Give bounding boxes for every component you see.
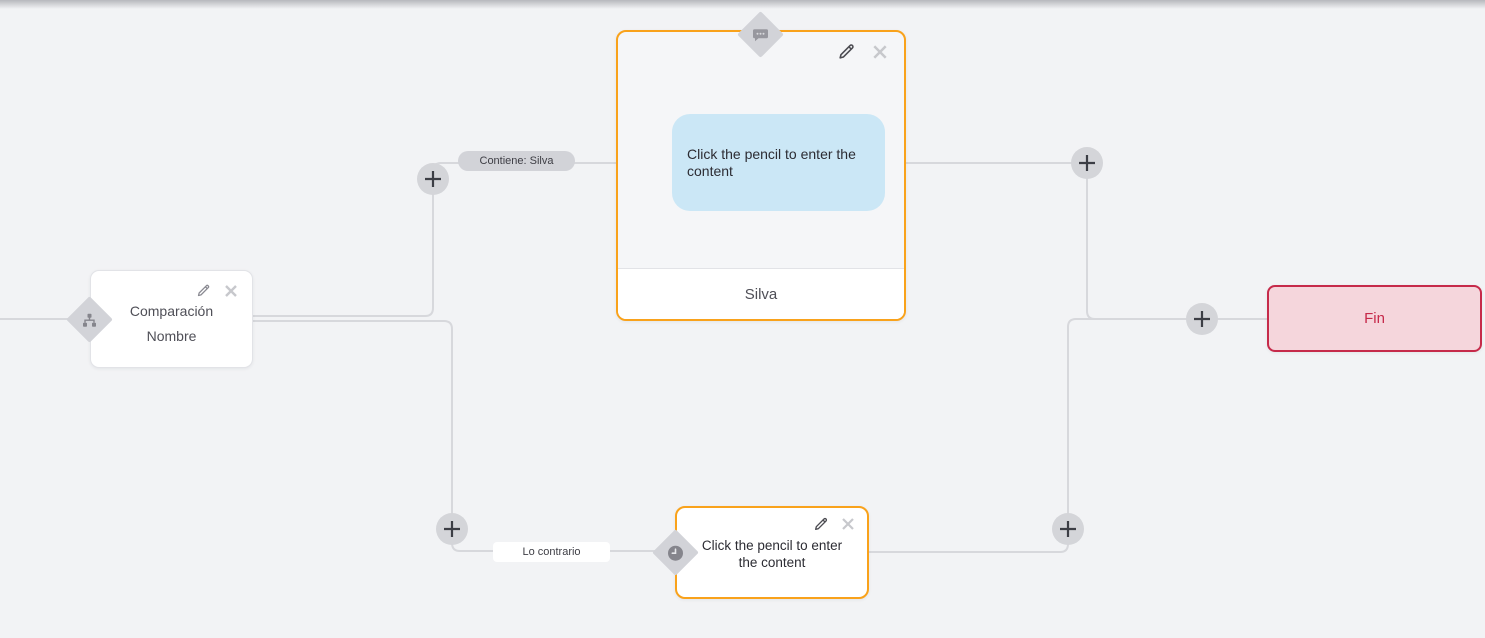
edit-message-button[interactable] (837, 42, 856, 61)
message-bubble-text: Click the pencil to enter the content (687, 145, 856, 179)
message-node[interactable]: Click the pencil to enter the content Si… (616, 30, 906, 321)
plus-icon (1079, 155, 1095, 171)
comparison-subtitle: Nombre (146, 328, 197, 344)
plus-icon (1060, 521, 1076, 537)
edit-action-button[interactable] (813, 516, 829, 532)
end-node[interactable]: Fin (1267, 285, 1482, 352)
action-node-badge (652, 529, 699, 576)
plus-icon (1194, 311, 1210, 327)
comparison-title-block: Comparación Nombre (91, 299, 252, 349)
action-node[interactable]: Click the pencil to enter the content (675, 506, 869, 599)
pencil-icon (839, 44, 854, 59)
message-footer-label: Silva (744, 285, 778, 303)
edge-label-condition-false: Lo contrario (493, 542, 610, 562)
close-icon (225, 284, 237, 297)
delete-comparison-button[interactable] (224, 284, 238, 298)
plus-icon (425, 171, 441, 187)
pencil-icon (197, 284, 210, 297)
chat-bubble-icon (753, 28, 769, 42)
delete-action-button[interactable] (841, 517, 855, 531)
close-icon (842, 518, 854, 530)
add-node-button-true-branch[interactable] (417, 163, 449, 195)
end-node-label: Fin (1364, 310, 1385, 327)
delete-message-button[interactable] (872, 44, 888, 60)
sitemap-icon (83, 313, 97, 327)
add-node-button-after-message[interactable] (1071, 147, 1103, 179)
comparison-node[interactable]: Comparación Nombre (90, 270, 253, 368)
message-node-badge (737, 11, 784, 58)
add-node-button-false-branch[interactable] (436, 513, 468, 545)
action-node-text: Click the pencil to enter the content (701, 538, 843, 570)
close-icon (873, 44, 887, 59)
edge-label-condition-true: Contiene: Silva (458, 151, 575, 171)
plus-icon (444, 521, 460, 537)
comparison-node-badge (66, 296, 113, 343)
edge-action-to-end (869, 318, 1100, 553)
add-node-button-before-end[interactable] (1186, 303, 1218, 335)
edge-comparison-to-action (253, 320, 660, 552)
message-node-footer: Silva (618, 268, 904, 319)
clock-icon (667, 544, 685, 562)
pencil-icon (815, 517, 828, 530)
add-node-button-after-action[interactable] (1052, 513, 1084, 545)
message-bubble: Click the pencil to enter the content (672, 114, 885, 211)
comparison-title: Comparación (129, 303, 214, 319)
edge-message-to-end (906, 162, 1268, 320)
edit-comparison-button[interactable] (196, 283, 211, 298)
